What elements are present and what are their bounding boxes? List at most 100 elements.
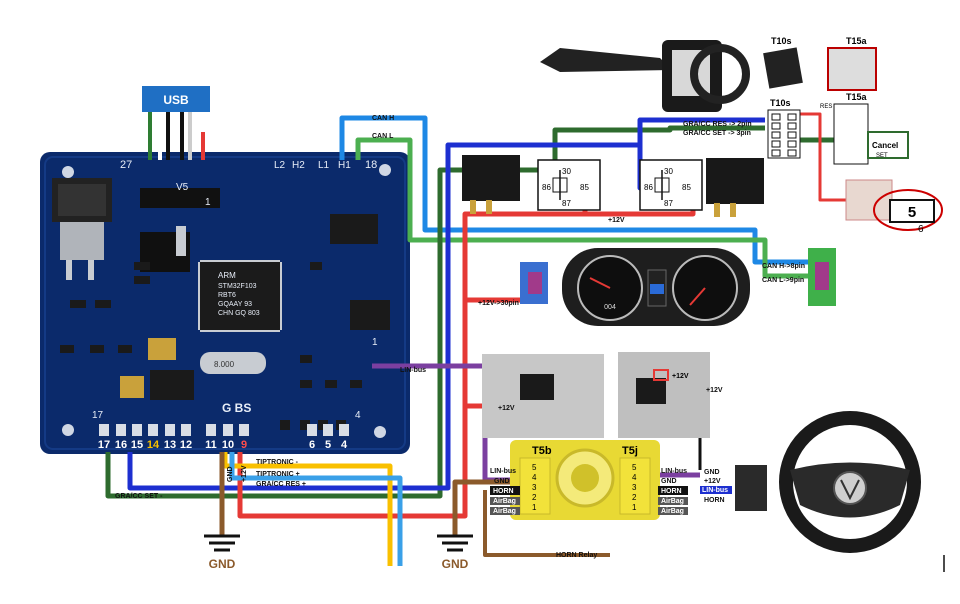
t5b-pins-pin-5: 5 bbox=[532, 463, 537, 472]
r1-pin-85: 85 bbox=[580, 183, 589, 192]
pin-pad bbox=[206, 424, 216, 436]
label-gnd-vert: GND bbox=[227, 466, 234, 482]
pin-label-6: 6 bbox=[309, 439, 315, 451]
t5j-airbag1-bg bbox=[658, 497, 688, 505]
pin-pad bbox=[116, 424, 126, 436]
pin-label-11: 11 bbox=[205, 439, 217, 451]
mcu-label-1: ARM bbox=[218, 271, 236, 280]
plug-12v: +12V bbox=[704, 478, 721, 485]
silk-one: 1 bbox=[205, 197, 211, 208]
t5b-pins-pin-1: 1 bbox=[532, 503, 537, 512]
t5j-label: T5j bbox=[622, 445, 638, 457]
controller-pcb: ARM STM32F103 RBT6 GQAAY 93 CHN GQ 803 8… bbox=[40, 152, 410, 454]
pin-label-27: 27 bbox=[120, 159, 132, 171]
pin-pad bbox=[239, 424, 249, 436]
regulator-leg bbox=[88, 260, 94, 280]
t5j-horn: HORN bbox=[661, 488, 682, 495]
pin-pad bbox=[223, 424, 233, 436]
t5j-gnd: GND bbox=[661, 478, 677, 485]
cancel-label: Cancel bbox=[872, 141, 898, 150]
label-can-h-8pin: CAN H->8pin bbox=[762, 263, 805, 270]
t5j-airbag2: AirBag bbox=[661, 508, 684, 515]
res-label: RES bbox=[820, 104, 832, 110]
relay-diagram-1: 30 86 85 87 bbox=[537, 159, 601, 211]
t5j-pins-pin-2: 2 bbox=[632, 493, 637, 502]
silk-l1: L1 bbox=[318, 160, 330, 171]
pin-label-13: 13 bbox=[164, 439, 176, 451]
label-12v-relay: +12V bbox=[608, 217, 625, 224]
mcu-label-3: RBT6 bbox=[218, 292, 236, 299]
label-tiptronic-minus: TIPTRONIC - bbox=[256, 459, 299, 466]
pin-label-12: 12 bbox=[180, 439, 192, 451]
pin-label-9: 9 bbox=[241, 439, 247, 451]
gnd-right-label: GND bbox=[442, 557, 469, 571]
t5b-horn: HORN bbox=[493, 488, 514, 495]
plug-gnd: GND bbox=[704, 469, 720, 476]
gnd-symbol-right bbox=[437, 534, 473, 552]
r1-pin-30: 30 bbox=[562, 167, 571, 176]
pin-label-5: 5 bbox=[325, 439, 331, 451]
label-can-l: CAN L bbox=[372, 133, 394, 140]
label-gra-res-2pin: GRA/CC RES -> 2pin bbox=[683, 121, 752, 128]
pin-pad bbox=[181, 424, 191, 436]
plug-lin-bg bbox=[700, 486, 732, 494]
t5j-pins-pin-5: 5 bbox=[632, 463, 637, 472]
set-label: SET bbox=[876, 153, 888, 159]
regulator-leg bbox=[66, 260, 72, 280]
mcu-chip bbox=[200, 262, 280, 330]
r2-pin-87: 87 bbox=[664, 199, 673, 208]
t5b-photo-plug bbox=[520, 374, 554, 400]
can-transceiver-1 bbox=[330, 214, 378, 244]
pcb-edge bbox=[44, 156, 406, 450]
horn-relay-wire bbox=[483, 490, 610, 557]
t5j-pins-pin-3: 3 bbox=[632, 483, 637, 492]
usb-header bbox=[140, 188, 220, 208]
t5b-airbag2-bg bbox=[490, 507, 520, 515]
mount-hole bbox=[374, 426, 386, 438]
capacitor bbox=[148, 338, 176, 360]
t5b-airbag1-bg bbox=[490, 497, 520, 505]
t5b-pins-pin-2: 2 bbox=[532, 493, 537, 502]
capacitor bbox=[120, 376, 144, 398]
can-l-wire bbox=[355, 137, 810, 279]
wheel-plug bbox=[735, 465, 767, 511]
t10s-top-label: T10s bbox=[771, 36, 792, 46]
t15a-top-label: T15a bbox=[846, 36, 868, 46]
gnd-symbol-left bbox=[204, 534, 240, 552]
pin-label-17: 17 bbox=[98, 439, 110, 451]
silk-h1: H1 bbox=[338, 160, 351, 171]
cluster-connector-pins-b bbox=[815, 262, 829, 290]
label-gra-set: GRA/CC SET - bbox=[115, 493, 163, 500]
t5b-airbag1: AirBag bbox=[493, 498, 516, 505]
label-lin-bus: LIN-bus bbox=[400, 367, 426, 374]
plug-lin: LIN-bus bbox=[702, 487, 728, 494]
mcu-label-5: CHN GQ 803 bbox=[218, 310, 260, 317]
usb-label: USB bbox=[163, 93, 189, 107]
t5j-horn-bg bbox=[658, 486, 688, 495]
label-12v-b: +12V bbox=[706, 387, 723, 394]
t5j-airbag1: AirBag bbox=[661, 498, 684, 505]
silk-v5: V5 bbox=[176, 182, 189, 193]
t5j-lin: LIN-bus bbox=[661, 468, 687, 475]
can-transceiver-2 bbox=[350, 300, 390, 330]
tiptronic-plus-wire bbox=[229, 452, 403, 566]
t5j-12v-highlight bbox=[653, 369, 669, 381]
odometer: 004 bbox=[604, 304, 616, 311]
t5j-pins-pin-4: 4 bbox=[632, 473, 637, 482]
pin-label-4-top: 4 bbox=[355, 410, 361, 421]
pin-pad bbox=[307, 424, 317, 436]
silk-h2: H2 bbox=[292, 160, 305, 171]
label-can-h: CAN H bbox=[372, 115, 394, 122]
r2-pin-86: 86 bbox=[644, 183, 653, 192]
can-h-wire bbox=[339, 115, 810, 265]
mount-hole bbox=[62, 166, 74, 178]
pin-pad bbox=[99, 424, 109, 436]
pin-label-15: 15 bbox=[131, 439, 143, 451]
t10s-label: T10s bbox=[770, 98, 791, 108]
t5b-horn-bg bbox=[490, 486, 520, 495]
t5j-pins-pin-1: 1 bbox=[632, 503, 637, 512]
clock-spring bbox=[510, 440, 660, 520]
